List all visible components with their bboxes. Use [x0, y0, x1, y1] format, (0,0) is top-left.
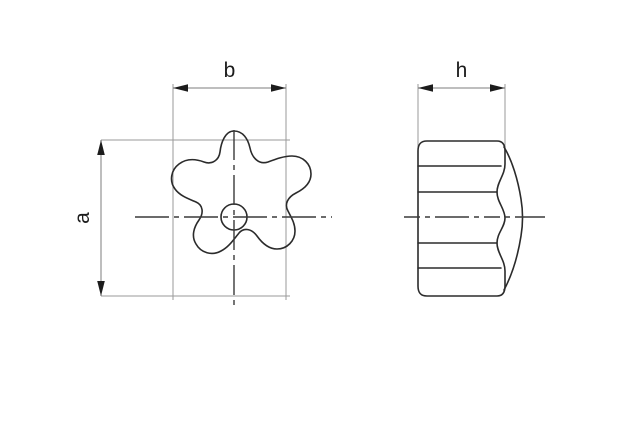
side-lobe-peak-profile	[503, 146, 524, 291]
side-body-outline	[417, 140, 506, 297]
arrow-h-right	[490, 84, 505, 92]
dim-label-h: h	[456, 59, 468, 82]
dim-label-a: a	[71, 212, 94, 224]
dim-label-b: b	[224, 59, 236, 82]
star-knob-outline	[170, 130, 312, 255]
arrow-b-left	[173, 84, 188, 92]
arrow-a-top	[97, 140, 105, 155]
arrow-b-right	[271, 84, 286, 92]
arrow-h-left	[418, 84, 433, 92]
arrow-a-bottom	[97, 281, 105, 296]
side-view: h	[404, 59, 545, 297]
front-view: b a	[71, 59, 332, 305]
